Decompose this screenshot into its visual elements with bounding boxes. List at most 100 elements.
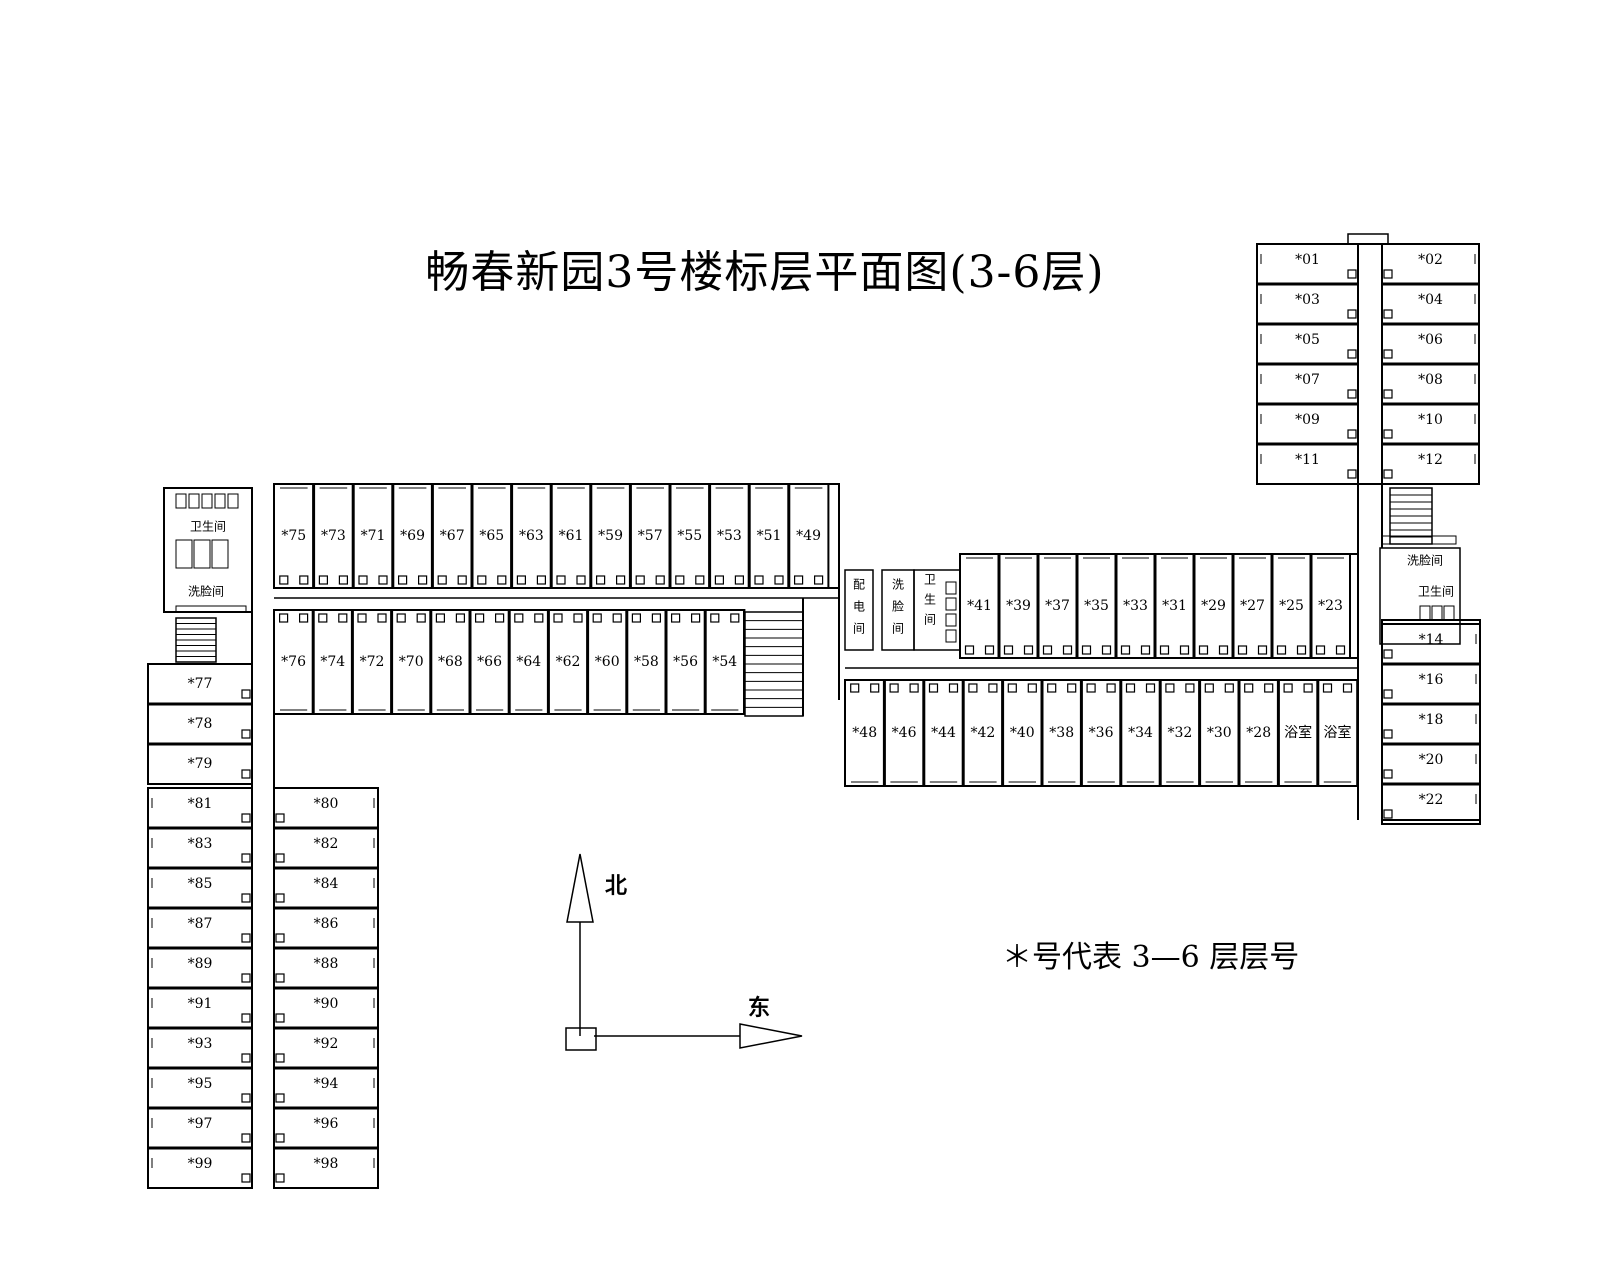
door-mark — [1276, 645, 1287, 655]
door-mark — [536, 575, 547, 585]
door-mark — [889, 683, 899, 693]
door-mark — [299, 613, 309, 623]
room-label: *74 — [320, 654, 345, 670]
wc-cubicle — [175, 539, 193, 569]
elec-room-label: 电 — [853, 600, 865, 614]
room-label: *39 — [1006, 598, 1031, 614]
door-mark — [398, 575, 408, 585]
room-label: *98 — [314, 1156, 339, 1172]
door-mark — [1264, 683, 1274, 693]
south-wing-north-block — [147, 663, 253, 785]
door-mark — [1347, 349, 1357, 359]
door-mark — [1081, 645, 1092, 655]
door-mark — [984, 645, 995, 655]
door-mark — [870, 683, 880, 693]
room-label: *46 — [892, 725, 917, 741]
room-label: *32 — [1167, 725, 1192, 741]
door-mark — [710, 613, 720, 623]
room-label: *04 — [1418, 292, 1443, 308]
room-label: *40 — [1010, 725, 1035, 741]
door-mark — [437, 575, 447, 585]
door-mark — [1383, 769, 1393, 779]
door-mark — [595, 575, 606, 585]
toilet-fixture — [1443, 605, 1455, 621]
door-mark — [774, 575, 784, 585]
door-mark — [477, 575, 487, 585]
room-label: *81 — [188, 796, 213, 812]
door-mark — [318, 575, 328, 585]
room-label: *69 — [400, 528, 425, 544]
center-south-row — [844, 679, 1359, 787]
door-mark — [241, 973, 251, 983]
room-label: *05 — [1295, 332, 1320, 348]
toilet-fixture — [201, 493, 213, 509]
room-label: *61 — [559, 528, 584, 544]
room-label: *30 — [1207, 725, 1232, 741]
door-mark — [275, 1013, 285, 1023]
elec-room-label: 配 — [853, 578, 865, 592]
room-label: *14 — [1419, 632, 1444, 648]
room-label: *89 — [188, 956, 213, 972]
door-mark — [556, 575, 566, 585]
door-mark — [695, 575, 705, 585]
room-label: *57 — [638, 528, 663, 544]
door-mark — [241, 893, 251, 903]
room-label: *87 — [188, 916, 213, 932]
door-mark — [241, 769, 251, 779]
door-mark — [534, 613, 544, 623]
room-label: 浴室 — [1284, 724, 1312, 741]
door-mark — [615, 575, 626, 585]
door-mark — [1383, 689, 1393, 699]
door-mark — [1244, 683, 1254, 693]
room-label: *92 — [314, 1036, 339, 1052]
door-mark — [850, 683, 860, 693]
room-label: *22 — [1419, 792, 1444, 808]
east-facility-block — [1379, 547, 1461, 645]
room-label: *79 — [188, 756, 213, 772]
room-label: *51 — [757, 528, 782, 544]
door-mark — [1218, 645, 1229, 655]
east-label: 东 — [748, 996, 771, 1021]
door-mark — [516, 575, 527, 585]
door-mark — [495, 613, 505, 623]
door-mark — [1165, 683, 1175, 693]
door-mark — [754, 575, 764, 585]
room-label: *38 — [1049, 725, 1074, 741]
room-label: *41 — [967, 598, 992, 614]
room-label: *73 — [321, 528, 346, 544]
room-label: *03 — [1295, 292, 1320, 308]
door-mark — [1007, 683, 1017, 693]
door-mark — [576, 575, 586, 585]
room-label: *99 — [188, 1156, 213, 1172]
door-mark — [813, 575, 824, 585]
door-mark — [338, 575, 348, 585]
room-label: *71 — [361, 528, 386, 544]
room-label: *91 — [188, 996, 213, 1012]
room-label: *55 — [677, 528, 702, 544]
room-label: *84 — [314, 876, 339, 892]
center-wash-label: 脸 — [892, 600, 904, 614]
door-mark — [1237, 645, 1248, 655]
door-mark — [241, 1013, 251, 1023]
door-mark — [1257, 645, 1268, 655]
room-label: *88 — [314, 956, 339, 972]
door-mark — [1322, 683, 1333, 693]
door-mark — [241, 853, 251, 863]
room-label: *36 — [1089, 725, 1114, 741]
door-mark — [1027, 683, 1037, 693]
legend-note: ＊号代表 3—6 层层号 — [1002, 940, 1300, 975]
room-label: *11 — [1295, 452, 1320, 468]
door-mark — [1347, 269, 1357, 279]
east-wash-label: 洗脸间 — [1407, 554, 1443, 568]
door-mark — [1347, 469, 1357, 479]
toilet-fixture — [188, 493, 200, 509]
door-mark — [275, 1133, 285, 1143]
room-label: *82 — [314, 836, 339, 852]
room-label: *65 — [479, 528, 504, 544]
door-mark — [455, 613, 465, 623]
room-label: *02 — [1418, 252, 1443, 268]
door-mark — [416, 613, 426, 623]
door-mark — [497, 575, 507, 585]
toilet-fixture — [945, 629, 957, 643]
door-mark — [241, 689, 251, 699]
